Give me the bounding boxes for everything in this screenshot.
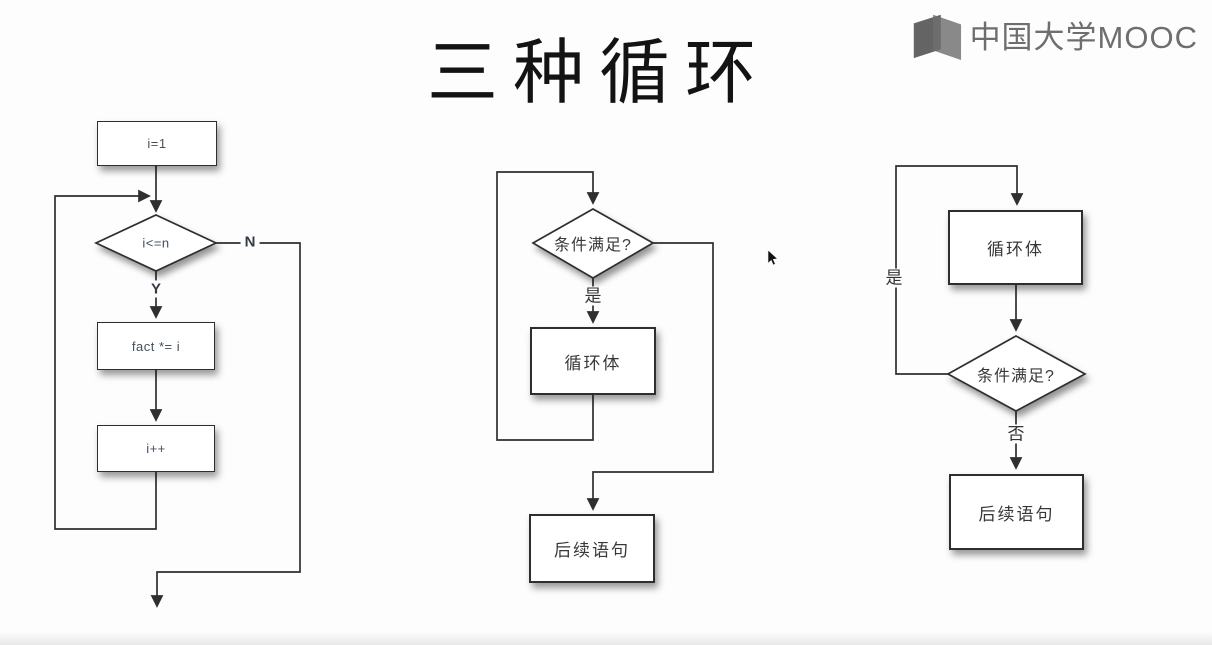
- whileloop-next-box: 后续语句: [529, 514, 655, 583]
- dowhileloop-yes-label: 是: [881, 268, 907, 288]
- page-title: 三种循环: [427, 34, 772, 113]
- forloop-init-label: i=1: [147, 136, 167, 151]
- forloop-condition-label: i<=n: [142, 235, 170, 251]
- whileloop-condition-diamond: [531, 208, 655, 279]
- forloop-body-box: fact *= i: [97, 322, 215, 370]
- dowhileloop-next-box: 后续语句: [949, 474, 1084, 550]
- whileloop-next-label: 后续语句: [554, 541, 630, 560]
- whileloop-condition-label: 条件满足?: [554, 237, 632, 254]
- dowhileloop-body-box: 循环体: [948, 210, 1083, 285]
- dowhileloop-next-label: 后续语句: [978, 504, 1055, 524]
- forloop-increment-label: i++: [146, 441, 166, 456]
- forloop-increment-box: i++: [97, 425, 215, 472]
- forloop-no-label: N: [240, 233, 260, 251]
- whileloop-body-box: 循环体: [530, 327, 656, 395]
- forloop-yes-label: Y: [146, 280, 166, 298]
- forloop-condition-diamond: [93, 214, 219, 272]
- dowhileloop-condition-diamond: [946, 335, 1087, 412]
- dowhileloop-body-label: 循环体: [987, 240, 1044, 259]
- mouse-pointer-icon: [767, 249, 779, 266]
- dowhileloop-condition-label: 条件满足?: [977, 368, 1055, 385]
- mooc-logo-text: 中国大学MOOC: [969, 19, 1198, 55]
- whileloop-yes-label: 是: [580, 286, 606, 306]
- whileloop-body-label: 循环体: [564, 353, 622, 373]
- mooc-logo: 中国大学MOOC: [904, 8, 1198, 61]
- open-book-logo-icon: [913, 14, 961, 61]
- dowhileloop-no-label: 否: [1003, 424, 1029, 444]
- forloop-body-label: fact *= i: [131, 338, 181, 354]
- bottom-fade-bar: [0, 630, 1212, 645]
- forloop-init-box: i=1: [97, 121, 217, 166]
